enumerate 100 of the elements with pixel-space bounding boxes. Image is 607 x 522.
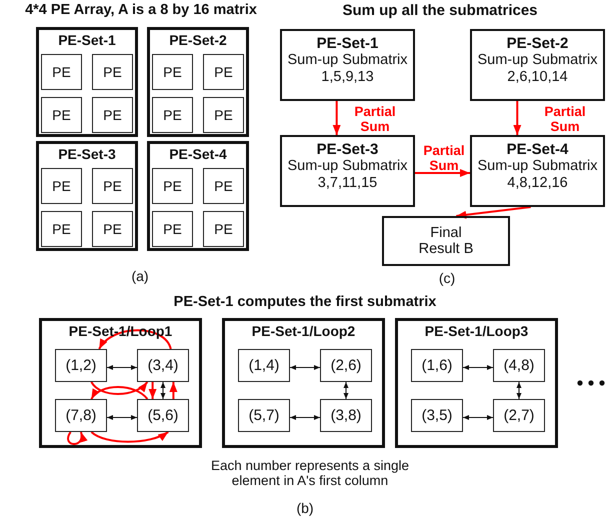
pe-box <box>152 97 193 133</box>
node-text: PE <box>103 178 122 194</box>
pe-box <box>203 54 244 90</box>
node-text: PE <box>52 107 71 123</box>
node-text: PE <box>103 64 122 80</box>
arrow <box>462 365 494 370</box>
pe-box <box>152 54 193 90</box>
node-text: Sum-up Submatrix 4,8,12,16 <box>476 158 599 192</box>
pe-box <box>203 97 244 133</box>
pe-box <box>92 54 133 90</box>
pe-set-box <box>470 29 605 101</box>
heading: PE-Set-1/Loop2 <box>252 323 356 339</box>
heading: PE-Set-2 <box>169 32 227 48</box>
node-text: PE <box>214 64 233 80</box>
pe-set-panel <box>147 141 249 251</box>
node-text: PE <box>52 64 71 80</box>
heading: PE-Set-3 <box>316 141 378 158</box>
arrow <box>415 169 470 177</box>
node-text: (4,8) <box>504 357 534 374</box>
arrow <box>516 382 522 400</box>
node-text: Sum-up Submatrix 1,5,9,13 <box>286 52 409 86</box>
heading: PE-Set-1 computes the first submatrix <box>172 294 438 310</box>
node-text: PE <box>163 178 182 194</box>
pe-set-box <box>280 29 415 101</box>
node-text: PE <box>163 64 182 80</box>
arrow <box>90 431 169 443</box>
element-box <box>238 349 290 382</box>
heading: PE-Set-1 <box>316 35 378 52</box>
heading: PE-Set-3 <box>58 146 116 162</box>
node-text: PE <box>214 107 233 123</box>
pe-set-box <box>280 135 415 207</box>
arrow <box>462 415 494 420</box>
edge-label: Partial Sum <box>543 104 587 134</box>
pe-box <box>203 168 244 204</box>
element-box <box>411 399 463 432</box>
element-box <box>493 399 545 432</box>
node-text: (1,2) <box>66 357 96 374</box>
pe-box <box>92 97 133 133</box>
arrow <box>106 415 138 420</box>
arrow <box>169 382 178 399</box>
element-box <box>55 399 107 432</box>
loop-panel <box>395 318 558 448</box>
node-text: (1,4) <box>248 357 280 374</box>
element-box <box>411 349 463 382</box>
node-text: Sum-up Submatrix 3,7,11,15 <box>286 158 409 192</box>
arrow <box>90 386 148 400</box>
pe-set-panel <box>147 27 249 137</box>
arrow <box>98 329 172 350</box>
node-text: (7,8) <box>66 407 96 424</box>
arrow <box>344 382 348 400</box>
pe-box <box>152 211 193 247</box>
heading: 4*4 PE Array, A is a 8 by 16 matrix <box>24 2 258 18</box>
result-box <box>382 216 510 266</box>
loop-panel <box>222 318 385 448</box>
node-text: (3,5) <box>422 407 452 424</box>
element-box <box>137 399 189 432</box>
heading: Sum up all the submatrices <box>341 2 539 19</box>
pe-box <box>203 211 244 247</box>
pe-set-panel <box>36 141 138 251</box>
arrow <box>148 382 157 399</box>
arrow <box>106 365 138 370</box>
element-box <box>493 349 545 382</box>
node-text: (2,7) <box>504 407 534 424</box>
element-box <box>238 399 290 432</box>
node-text: PE <box>103 221 122 237</box>
node-text: PE <box>163 221 182 237</box>
arrow <box>290 415 320 420</box>
element-box <box>320 399 372 432</box>
panel-label: (c) <box>438 270 456 286</box>
node-text: PE <box>214 178 233 194</box>
node-text: PE <box>103 107 122 123</box>
heading: PE-Set-1 <box>58 32 116 48</box>
pe-box <box>92 168 133 204</box>
node-text: PE <box>52 178 71 194</box>
panel-label: (b) <box>295 500 315 516</box>
edge-label: Partial Sum <box>353 104 397 134</box>
node-text: PE <box>52 221 71 237</box>
arrow <box>90 381 148 395</box>
heading: PE-Set-2 <box>506 35 568 52</box>
arrow <box>160 382 166 400</box>
pe-box <box>92 211 133 247</box>
pe-box <box>41 168 82 204</box>
arrow <box>332 101 341 135</box>
node-text: (3,4) <box>148 357 178 374</box>
node-text: Final Result B <box>418 225 474 257</box>
node-text: (1,6) <box>422 357 452 374</box>
caption: Each number represents a single element in A's first column <box>210 458 410 488</box>
pe-box <box>41 211 82 247</box>
node-text: (2,6) <box>330 357 362 374</box>
arrow <box>513 101 522 135</box>
node-text: (5,6) <box>148 407 178 424</box>
pe-box <box>152 168 193 204</box>
heading: PE-Set-4 <box>506 141 568 158</box>
panel-label: (a) <box>130 268 150 284</box>
loop-panel <box>39 318 202 448</box>
node-text: (3,8) <box>330 407 362 424</box>
node-text: Sum-up Submatrix 2,6,10,14 <box>476 52 599 86</box>
node-text: (5,7) <box>248 407 280 424</box>
pe-set-box <box>470 135 605 207</box>
pe-box <box>41 97 82 133</box>
